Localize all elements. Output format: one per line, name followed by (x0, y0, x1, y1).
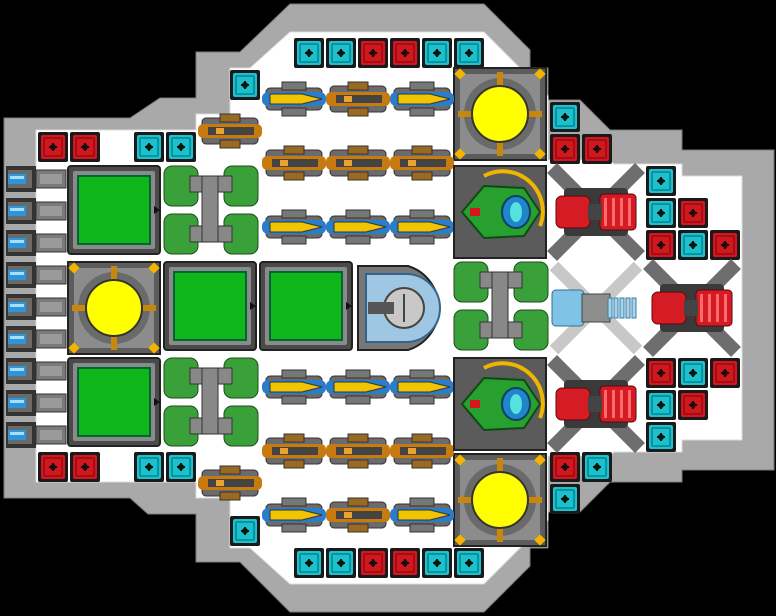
laser-cannon-icon[interactable] (549, 261, 643, 355)
armor-cyan-icon[interactable] (454, 548, 484, 578)
railgun-icon[interactable] (390, 497, 454, 533)
armor-cyan-icon[interactable] (166, 452, 196, 482)
armor-cyan-icon[interactable] (550, 484, 580, 514)
railgun-icon[interactable] (390, 81, 454, 117)
fuel-tank-icon[interactable] (453, 261, 549, 351)
armor-cyan-icon[interactable] (454, 38, 484, 68)
cargo-container-icon[interactable] (67, 357, 161, 447)
armor-cyan-icon[interactable] (646, 422, 676, 452)
thruster-icon[interactable] (6, 422, 67, 448)
armor-cyan-icon[interactable] (646, 166, 676, 196)
thruster-icon[interactable] (6, 390, 67, 416)
fuel-tank-icon[interactable] (163, 165, 259, 255)
autocannon-icon[interactable] (390, 433, 454, 469)
reactor-icon[interactable] (67, 261, 161, 355)
railgun-icon[interactable] (390, 369, 454, 405)
armor-red-icon[interactable] (550, 452, 580, 482)
armor-cyan-icon[interactable] (166, 132, 196, 162)
armor-red-icon[interactable] (550, 134, 580, 164)
railgun-icon[interactable] (326, 369, 390, 405)
armor-cyan-icon[interactable] (678, 358, 708, 388)
engine-icon[interactable] (547, 355, 645, 453)
autocannon-icon[interactable] (326, 497, 390, 533)
shield-generator-icon[interactable] (453, 165, 547, 259)
fuel-tank-icon[interactable] (163, 357, 259, 447)
armor-red-icon[interactable] (582, 134, 612, 164)
thruster-icon[interactable] (6, 230, 67, 256)
cargo-container-icon[interactable] (67, 165, 161, 255)
armor-cyan-icon[interactable] (646, 198, 676, 228)
armor-cyan-icon[interactable] (582, 452, 612, 482)
autocannon-icon[interactable] (326, 81, 390, 117)
armor-cyan-icon[interactable] (422, 38, 452, 68)
shield-generator-icon[interactable] (453, 357, 547, 451)
armor-red-icon[interactable] (390, 548, 420, 578)
thruster-icon[interactable] (6, 294, 67, 320)
armor-cyan-icon[interactable] (294, 38, 324, 68)
armor-cyan-icon[interactable] (294, 548, 324, 578)
armor-cyan-icon[interactable] (646, 390, 676, 420)
autocannon-icon[interactable] (262, 145, 326, 181)
cargo-container-icon[interactable] (163, 261, 257, 351)
armor-red-icon[interactable] (358, 548, 388, 578)
armor-red-icon[interactable] (358, 38, 388, 68)
thruster-icon[interactable] (6, 198, 67, 224)
autocannon-icon[interactable] (390, 145, 454, 181)
railgun-icon[interactable] (262, 369, 326, 405)
armor-red-icon[interactable] (38, 132, 68, 162)
armor-cyan-icon[interactable] (678, 230, 708, 260)
armor-red-icon[interactable] (710, 230, 740, 260)
armor-red-icon[interactable] (390, 38, 420, 68)
armor-cyan-icon[interactable] (422, 548, 452, 578)
armor-cyan-icon[interactable] (550, 102, 580, 132)
thruster-icon[interactable] (6, 358, 67, 384)
armor-cyan-icon[interactable] (326, 548, 356, 578)
thruster-icon[interactable] (6, 166, 67, 192)
armor-cyan-icon[interactable] (230, 70, 260, 100)
armor-red-icon[interactable] (38, 452, 68, 482)
armor-red-icon[interactable] (710, 358, 740, 388)
armor-red-icon[interactable] (646, 358, 676, 388)
reactor-icon[interactable] (453, 453, 547, 547)
reactor-icon[interactable] (453, 67, 547, 161)
armor-red-icon[interactable] (70, 132, 100, 162)
railgun-icon[interactable] (262, 497, 326, 533)
armor-red-icon[interactable] (70, 452, 100, 482)
armor-red-icon[interactable] (646, 230, 676, 260)
autocannon-icon[interactable] (326, 145, 390, 181)
autocannon-icon[interactable] (326, 433, 390, 469)
autocannon-icon[interactable] (198, 113, 262, 149)
cockpit-icon[interactable] (357, 265, 441, 351)
thruster-icon[interactable] (6, 326, 67, 352)
cargo-container-icon[interactable] (259, 261, 353, 351)
autocannon-icon[interactable] (262, 433, 326, 469)
railgun-icon[interactable] (262, 209, 326, 245)
engine-icon[interactable] (547, 163, 645, 261)
railgun-icon[interactable] (326, 209, 390, 245)
armor-red-icon[interactable] (678, 390, 708, 420)
armor-cyan-icon[interactable] (326, 38, 356, 68)
armor-red-icon[interactable] (678, 198, 708, 228)
armor-cyan-icon[interactable] (134, 132, 164, 162)
armor-cyan-icon[interactable] (134, 452, 164, 482)
engine-icon[interactable] (643, 259, 741, 357)
thruster-icon[interactable] (6, 262, 67, 288)
railgun-icon[interactable] (262, 81, 326, 117)
autocannon-icon[interactable] (198, 465, 262, 501)
armor-cyan-icon[interactable] (230, 516, 260, 546)
railgun-icon[interactable] (390, 209, 454, 245)
